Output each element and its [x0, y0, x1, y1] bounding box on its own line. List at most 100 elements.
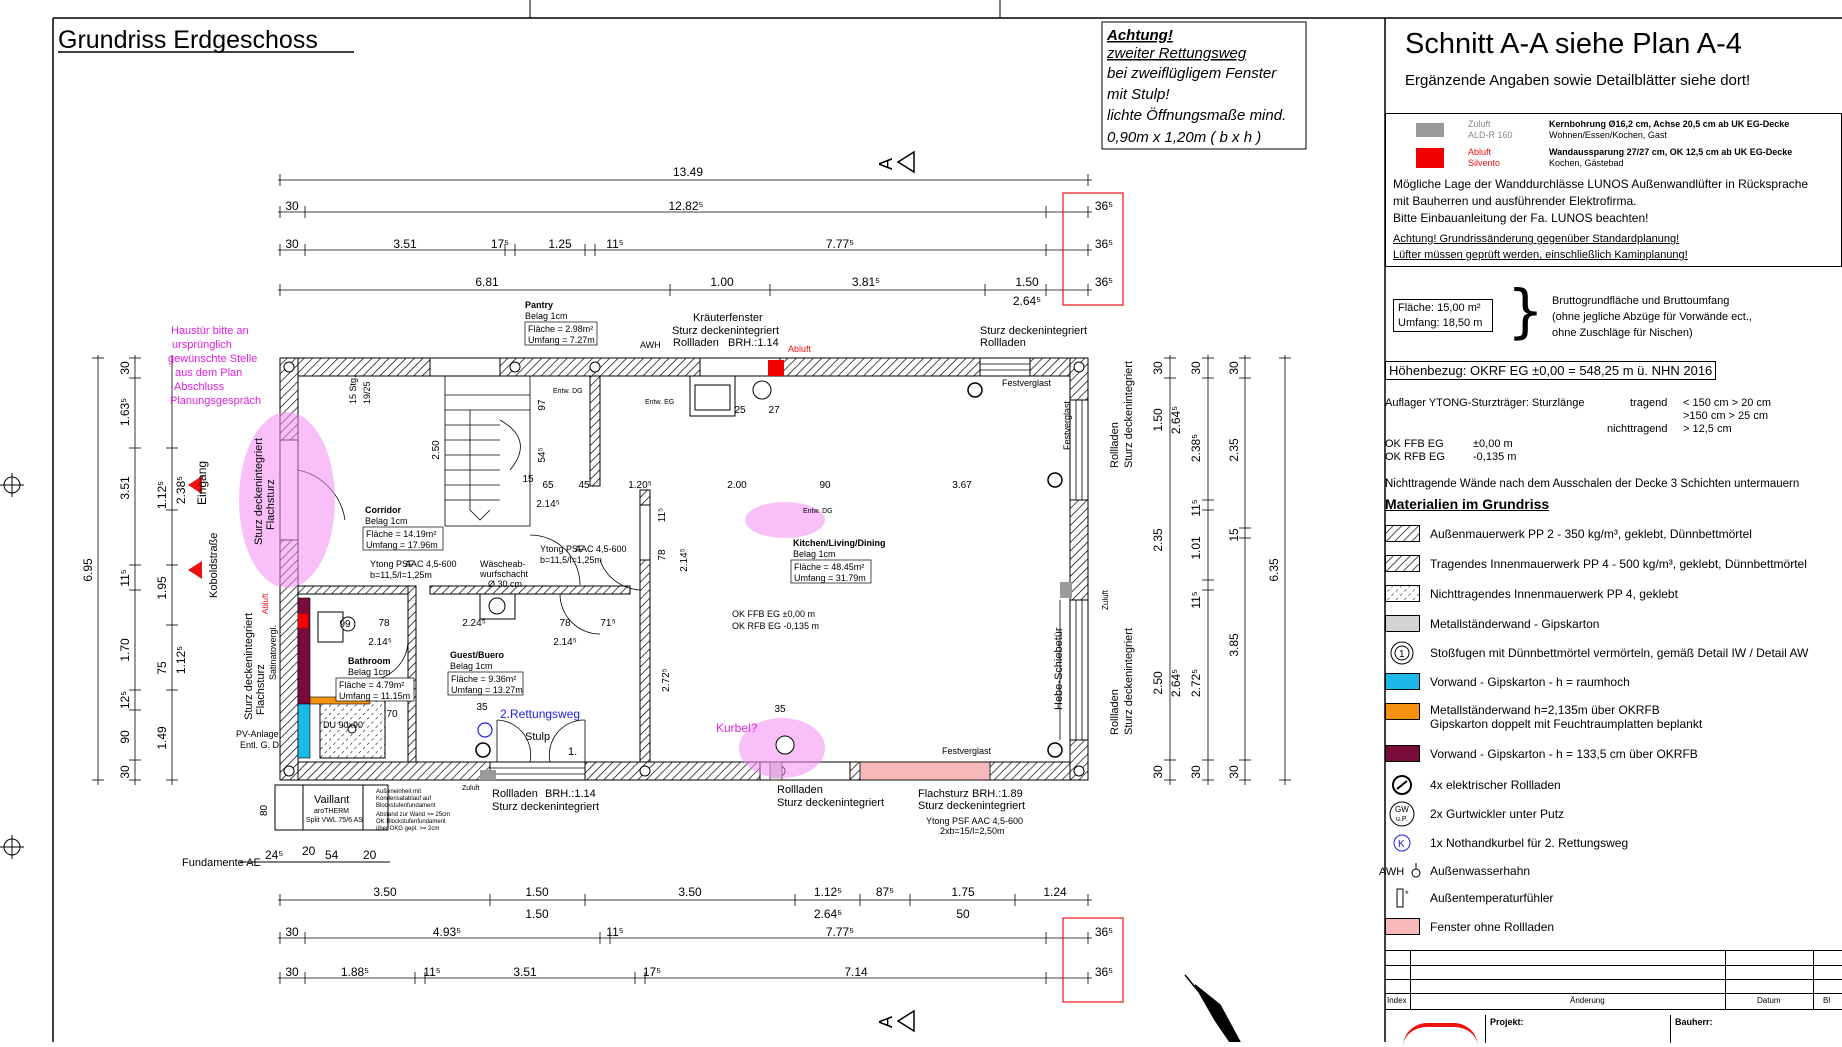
dimension-label: 2.64⁵ — [1013, 294, 1041, 308]
dimension-label: 36⁵ — [1095, 275, 1113, 289]
warning-line: 0,90m x 1,20m ( b x h ) — [1107, 129, 1261, 146]
svg-text:PV-Anlage: PV-Anlage — [236, 729, 279, 739]
svg-text:78: 78 — [559, 618, 571, 629]
legend-item: * Außentemperaturfühler — [1385, 887, 1842, 909]
warning-line: lichte Öffnungsmaße mind. — [1107, 106, 1286, 124]
svg-text:2.50: 2.50 — [431, 440, 442, 460]
dimension-label: 11⁵ — [606, 237, 623, 251]
svg-text:AWH: AWH — [640, 340, 661, 350]
sink — [689, 375, 736, 417]
dimension-label: 90 — [118, 730, 132, 744]
dimension-label: 1.12⁵ — [155, 481, 169, 509]
dimension-label: 3.50 — [373, 885, 397, 899]
svg-text:Fläche = 2.98m²: Fläche = 2.98m² — [528, 324, 593, 334]
svg-text:Belag 1cm: Belag 1cm — [365, 516, 408, 526]
dimension-label: 2.64⁵ — [814, 907, 842, 921]
svg-text:20: 20 — [363, 848, 377, 862]
dimension-label: 1.70 — [118, 638, 132, 662]
laundry-chute — [479, 593, 516, 620]
dimension-label: 2.64⁵ — [1169, 406, 1183, 434]
svg-text:Hebe-Schiebetür: Hebe-Schiebetür — [1053, 627, 1065, 710]
company-logo — [1403, 1023, 1478, 1047]
svg-text:Abluft: Abluft — [788, 344, 812, 354]
dimension-label: 1.75 — [951, 885, 975, 899]
legend-item: Metallständerwand - Gipskarton — [1385, 615, 1842, 635]
dimension-label: 17⁵ — [643, 965, 661, 979]
svg-text:Blockstufenfundament: Blockstufenfundament — [376, 803, 436, 809]
svg-text:Sturz deckenintegriert: Sturz deckenintegriert — [492, 801, 599, 813]
svg-text:24⁵: 24⁵ — [265, 848, 283, 862]
dimension-label: 11⁵ — [1189, 591, 1203, 608]
svg-text:OK Blockstufenfundament: OK Blockstufenfundament — [376, 819, 446, 825]
svg-text:BRH.:1.14: BRH.:1.14 — [728, 337, 779, 349]
strap-winder-icon — [752, 380, 795, 755]
markup-note: ursprünglich — [172, 339, 232, 351]
svg-text:Wäscheab-: Wäscheab- — [480, 559, 526, 569]
svg-text:GW: GW — [1395, 805, 1409, 814]
info-panel: Schnitt A-A siehe Plan A-4 Ergänzende An… — [1379, 0, 1842, 1043]
svg-text:Entw. DG: Entw. DG — [803, 508, 833, 515]
highlight-box — [1062, 917, 1124, 1003]
legend-item: Außenmauerwerk PP 2 - 350 kg/m³, geklebt… — [1385, 525, 1842, 545]
legend-item: 4x elektrischer Rollladen — [1385, 773, 1842, 797]
svg-text:Fläche = 14.19m²: Fläche = 14.19m² — [366, 529, 436, 539]
svg-text:Ytong PSF AAC 4,5-600: Ytong PSF AAC 4,5-600 — [926, 816, 1023, 826]
markup-note: Planungsgespräch — [170, 395, 261, 407]
svg-text:54: 54 — [325, 848, 339, 862]
svg-text:90: 90 — [819, 480, 831, 491]
svg-text:Entl. G. D.: Entl. G. D. — [240, 740, 282, 750]
svg-text:Sturz deckenintegriert: Sturz deckenintegriert — [1123, 361, 1135, 468]
section-mark-top: A — [876, 150, 915, 174]
legend-item: Metallständerwand h=2,135m über OKRFB Gi… — [1385, 703, 1842, 733]
dimension-label: 50 — [956, 907, 970, 921]
dimension-label: 11⁵ — [606, 925, 623, 939]
svg-text:2.72⁵: 2.72⁵ — [661, 668, 672, 692]
svg-text:Kondensatablauf auf: Kondensatablauf auf — [376, 796, 431, 802]
dimension-chain-top — [278, 179, 1092, 291]
dimension-label: 1.01 — [1189, 536, 1203, 560]
dimension-label: 30 — [285, 237, 299, 251]
legend-swatch — [1385, 525, 1420, 542]
svg-text:11⁵: 11⁵ — [657, 508, 668, 523]
svg-text:2.24⁵: 2.24⁵ — [462, 618, 486, 629]
markup-ellipse — [745, 502, 825, 538]
svg-text:Fundamente AE: Fundamente AE — [182, 857, 261, 869]
svg-text:15 Stg.: 15 Stg. — [348, 375, 358, 404]
svg-text:Festverglast: Festverglast — [1062, 400, 1072, 450]
svg-text:Fläche = 9.36m²: Fläche = 9.36m² — [451, 674, 516, 684]
warning-heading: Achtung! — [1106, 27, 1173, 44]
entrance-marker — [188, 476, 202, 494]
svg-text:Rollladen: Rollladen — [673, 337, 719, 349]
leaf-number: 1. — [568, 746, 577, 758]
dimension-label: 7.14 — [844, 965, 868, 979]
svg-text:Außeneinheit mit: Außeneinheit mit — [376, 789, 421, 795]
interior-walls — [297, 375, 651, 763]
svg-text:Umfang = 31.79m: Umfang = 31.79m — [794, 573, 866, 583]
temperature-sensor-icon: * — [1396, 888, 1409, 908]
svg-text:2.14⁵: 2.14⁵ — [553, 637, 577, 648]
area-box: Fläche: 15,00 m² Umfang: 18,50 m — [1393, 299, 1493, 332]
svg-text:Festverglast: Festverglast — [942, 746, 992, 756]
supply-vent-icon — [1416, 123, 1444, 137]
dimension-label: 1.12⁵ — [814, 885, 842, 899]
dimension-label: 1.63⁵ — [118, 398, 132, 426]
svg-text:Rollladen: Rollladen — [492, 788, 538, 800]
svg-text:71⁵: 71⁵ — [600, 618, 615, 629]
svg-text:Sturz deckenintegriert: Sturz deckenintegriert — [243, 613, 255, 720]
svg-text:Festverglast: Festverglast — [1002, 378, 1052, 388]
svg-text:*: * — [1405, 889, 1409, 899]
legend-swatch — [1385, 745, 1420, 762]
svg-text:Sturz deckenintegriert: Sturz deckenintegriert — [672, 325, 779, 337]
svg-text:54⁵: 54⁵ — [537, 447, 548, 462]
svg-text:AAC 4,5-600: AAC 4,5-600 — [405, 559, 457, 569]
svg-text:Belag 1cm: Belag 1cm — [793, 549, 836, 559]
dimension-label: 6.81 — [475, 275, 499, 289]
svg-text:b=11,5/l=1,25m: b=11,5/l=1,25m — [540, 555, 602, 565]
svg-text:45: 45 — [578, 480, 590, 491]
dimension-label: 13.49 — [673, 165, 703, 179]
svg-text:Sturz deckenintegriert: Sturz deckenintegriert — [777, 797, 884, 809]
svg-text:Ytong PSF: Ytong PSF — [370, 559, 414, 569]
svg-text:97: 97 — [537, 399, 548, 411]
svg-text:Umfang = 7.27m: Umfang = 7.27m — [528, 335, 595, 345]
svg-text:Belag 1cm: Belag 1cm — [348, 667, 391, 677]
